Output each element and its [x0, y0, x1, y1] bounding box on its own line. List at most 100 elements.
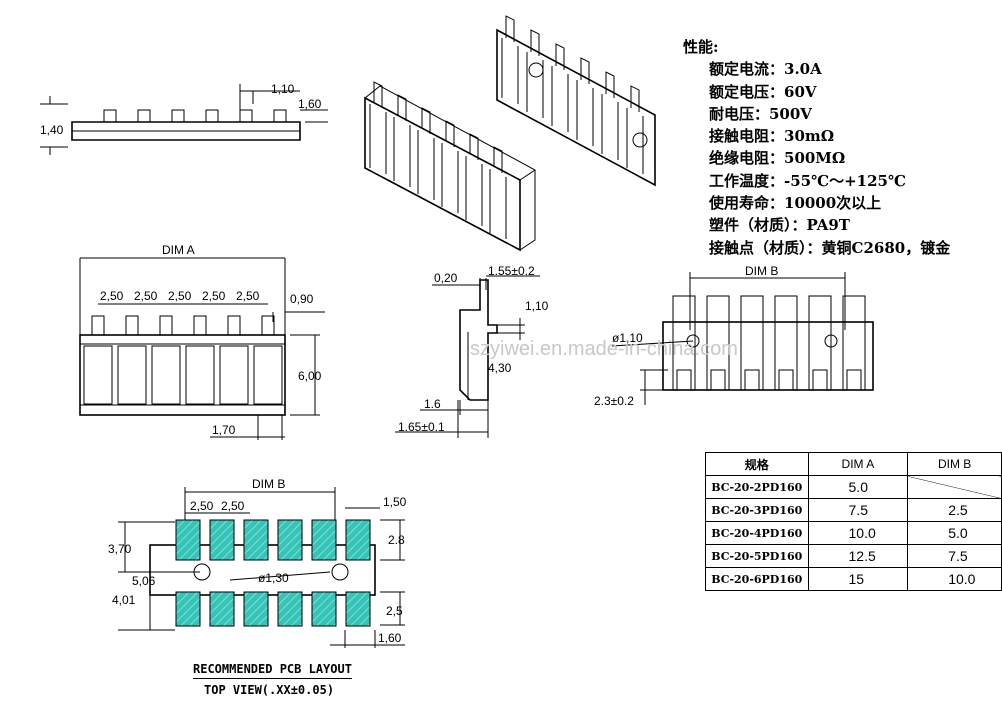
side-bump — [137, 109, 151, 122]
pcb-pad-top — [277, 519, 303, 561]
pcb-pad-top — [175, 519, 201, 561]
height-label: 6,00 — [298, 369, 322, 383]
table-row: BC-20-6PD160 15 10.0 — [705, 567, 1002, 591]
front-cell — [83, 345, 113, 405]
iso-slot — [501, 38, 519, 104]
top-view: DIM B ø1,10 2.3±0.2 — [594, 264, 874, 408]
table-cell-dim-b: 2.5 — [907, 498, 1002, 522]
table-cell-dim-b: 5.0 — [907, 521, 1002, 545]
gap-label: 0,90 — [290, 292, 314, 306]
side-bump — [205, 109, 219, 122]
spec-item: 使用寿命：10000次以上 — [709, 194, 882, 213]
table-cell-dim-a: 12.5 — [807, 544, 909, 568]
pcb-h1: 3,70 — [108, 542, 132, 556]
pcb-pad-top — [243, 519, 269, 561]
table-cell-model: BC-20-3PD160 — [705, 498, 809, 522]
iso-slot — [626, 108, 644, 174]
pcb-pad-top — [209, 519, 235, 561]
iso-pin — [530, 29, 540, 56]
iso-pin — [555, 43, 565, 70]
iso-slot — [441, 143, 459, 213]
iso-slot — [576, 80, 594, 146]
pitch-label: 2,50 — [236, 289, 260, 303]
top-pin — [812, 369, 828, 391]
spec-item: 塑件（材质）：PA9T — [709, 216, 850, 235]
section-t5: 1.6 — [424, 397, 441, 411]
top-slot — [808, 295, 832, 391]
pcb-layout: DIM B 2,50 2,50 1,50 ø1,30 3,70 5,06 4,0… — [108, 477, 407, 648]
side-bump — [171, 109, 185, 122]
top-slot — [740, 295, 764, 391]
top-slot — [842, 295, 866, 391]
pcb-pad-bottom — [345, 591, 371, 627]
table-header-model: 规格 — [705, 452, 809, 476]
pitch-label: 2,50 — [202, 289, 226, 303]
footer-subtitle: TOP VIEW(.XX±0.05) — [204, 683, 335, 697]
side-bump — [239, 109, 253, 122]
front-pin — [261, 315, 275, 336]
top-pin — [710, 369, 726, 391]
iso-slot — [526, 52, 544, 118]
pcb-pad-bottom — [209, 591, 235, 627]
section-t6: 1.65±0.1 — [398, 420, 445, 434]
table-row: BC-20-5PD160 12.5 7.5 — [705, 544, 1002, 568]
side-d2-label: 1,60 — [298, 97, 322, 111]
footer-title: RECOMMENDED PCB LAYOUT — [193, 662, 352, 679]
pitch-label: 2,50 — [100, 289, 124, 303]
table-row: BC-20-2PD160 5.0 — [705, 475, 1002, 499]
pcb-pad-bottom — [311, 591, 337, 627]
spec-list: 性能: 额定电流：3.0A 额定电压：60V 耐电压：500V 接触电阻：30m… — [683, 36, 950, 259]
spec-item: 工作温度：-55℃～+125℃ — [709, 171, 906, 190]
pcb-pad-bottom — [277, 591, 303, 627]
iso-slot — [601, 94, 619, 160]
front-pin — [193, 315, 207, 336]
iso-slot — [465, 156, 483, 226]
top-pin — [778, 369, 794, 391]
front-pin — [159, 315, 173, 336]
table-header-dim-b: DIM B — [907, 452, 1002, 476]
side-d1-label: 1,10 — [271, 82, 295, 96]
isometric-view-right — [496, 15, 656, 187]
pcb-pad1: 2.8 — [388, 533, 405, 547]
isometric-view-left — [364, 81, 536, 252]
pcb-bottom: 1,60 — [378, 631, 402, 645]
table-cell-dim-a: 7.5 — [807, 498, 909, 522]
spec-item: 耐电压：500V — [709, 104, 812, 123]
side-height-label: 1,40 — [40, 123, 64, 137]
section-view: 0,20 1.55±0.2 1,10 4,30 1.6 1.65±0.1 — [395, 264, 549, 438]
pcb-dim-b: DIM B — [252, 477, 285, 491]
table-cell-model: BC-20-2PD160 — [705, 475, 809, 499]
iso-pin — [373, 81, 383, 108]
iso-pin — [505, 15, 515, 42]
pcb-pad-bottom — [243, 591, 269, 627]
iso-slot — [551, 66, 569, 132]
pcb-pad-top — [345, 519, 371, 561]
iso-pin — [445, 120, 455, 147]
front-cell — [151, 345, 181, 405]
iso-pin — [493, 146, 503, 173]
table-cell-dim-b-empty — [907, 475, 1002, 499]
top-pin — [846, 369, 862, 391]
table-cell-dim-b: 10.0 — [907, 567, 1002, 591]
spec-item: 接触电阻：30mΩ — [709, 127, 835, 146]
table-row: BC-20-3PD160 7.5 2.5 — [705, 498, 1002, 522]
top-pin — [676, 369, 692, 391]
pcb-pad-bottom — [175, 591, 201, 627]
table-cell-model: BC-20-6PD160 — [705, 567, 809, 591]
table-cell-dim-a: 10.0 — [807, 521, 909, 545]
table-cell-dim-b: 7.5 — [907, 544, 1002, 568]
pcb-w: 1,50 — [383, 495, 407, 509]
spec-item: 额定电压：60V — [709, 82, 817, 101]
pitch-label: 2,50 — [134, 289, 158, 303]
spec-item: 接触点（材质）：黄铜C2680，镀金 — [709, 238, 951, 257]
section-t1: 0,20 — [434, 271, 458, 285]
dim-a-label: DIM A — [162, 243, 195, 257]
dimension-table: 规格 DIM A DIM B BC-20-2PD160 5.0 BC-20-3P… — [705, 452, 1002, 591]
spec-item: 额定电流：3.0A — [709, 60, 822, 79]
front-pin — [125, 315, 139, 336]
pcb-pad-top — [311, 519, 337, 561]
side-view: 1,40 1,10 1,60 — [40, 82, 328, 155]
front-cell — [219, 345, 249, 405]
